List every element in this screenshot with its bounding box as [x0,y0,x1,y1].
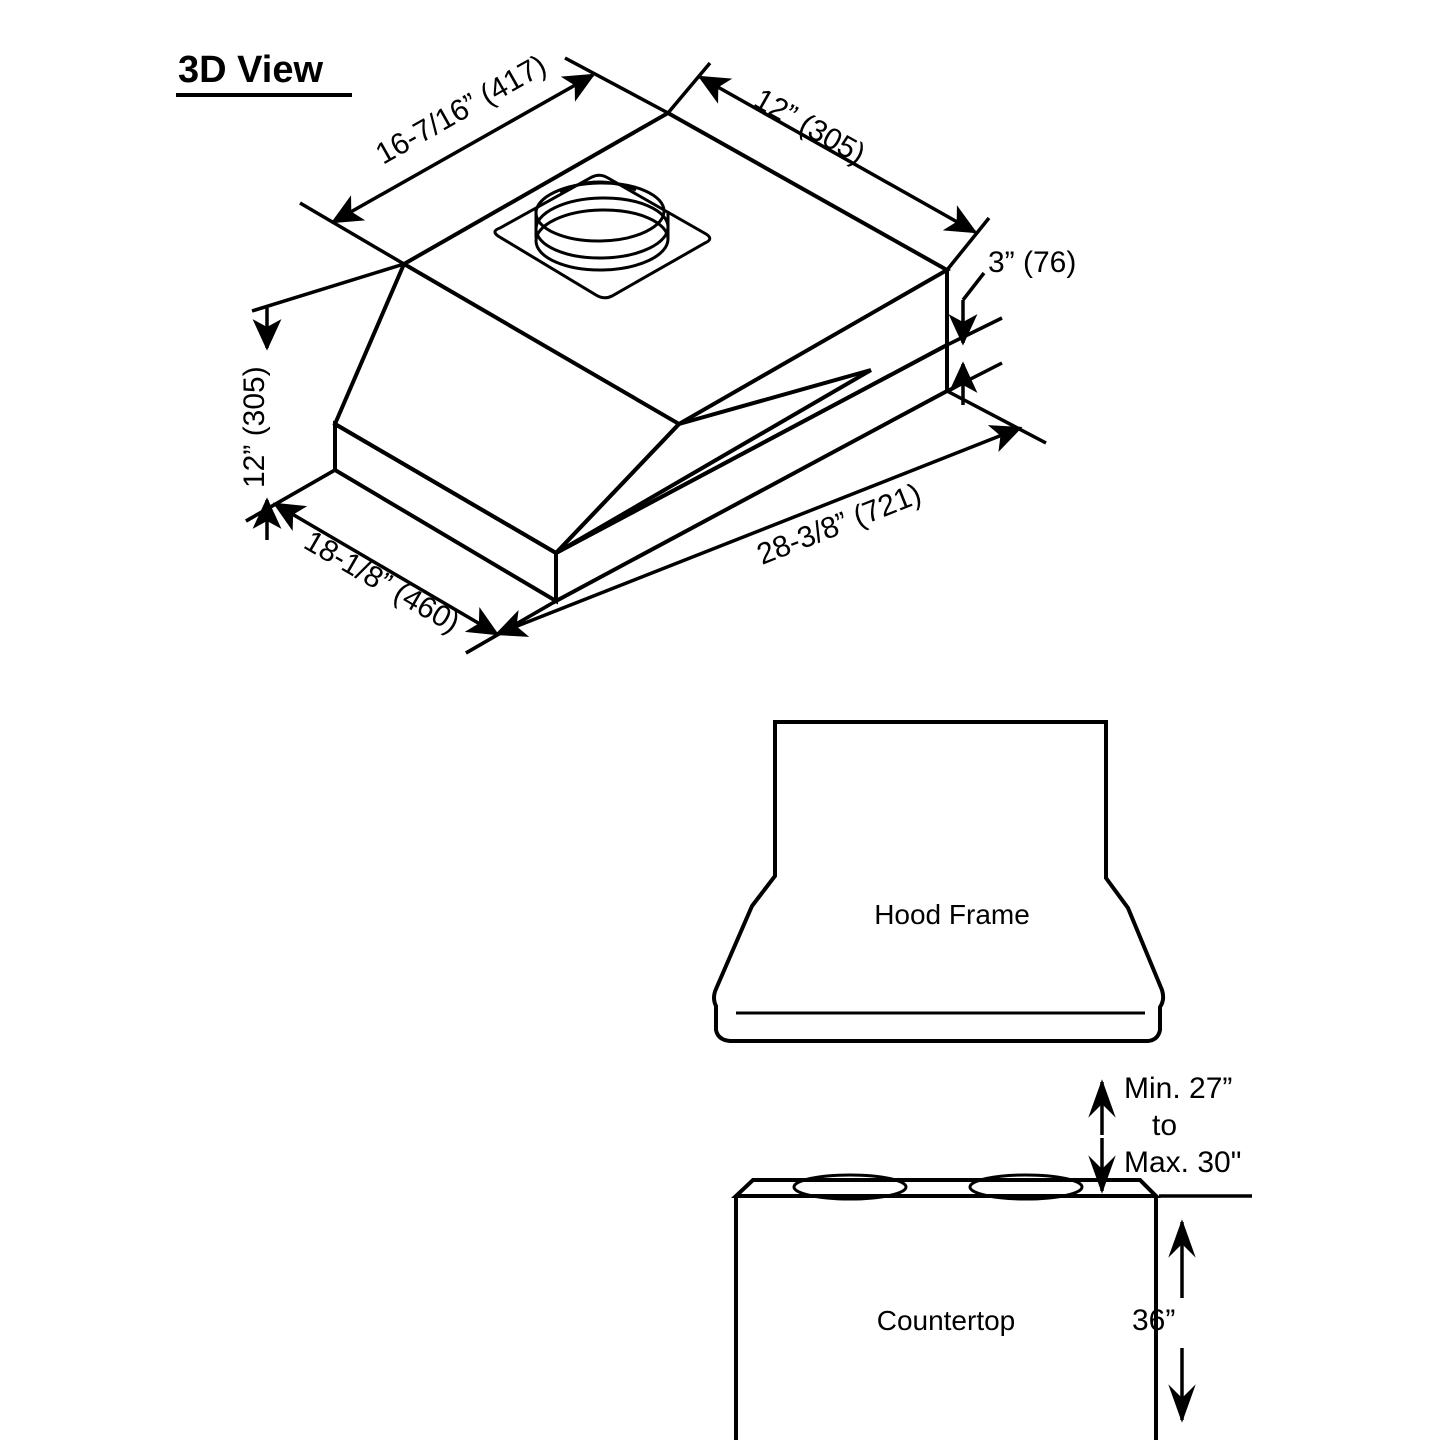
burner-right-icon [968,1173,1084,1201]
counter-height-dimension: 36” [1132,1194,1252,1423]
ext-line-width-top-b [945,216,991,272]
hood-frame-outline [712,720,1166,1043]
ext-line-height-a [251,262,405,313]
vent-collar-mid-rim [534,196,670,260]
dimension-depth-top: 16-7/16” (417) [299,49,669,266]
clearance-text-max: Max. 30" [1124,1146,1241,1179]
dimension-depth-base: 18-1/8” (460) [245,468,557,655]
dim-label-width-top: 12” (305) [749,82,871,171]
ext-line-width-base-b [946,389,1047,445]
page-title: 3D View [178,49,323,91]
dim-label-height: 12” (305) [238,366,271,488]
ext-line-depth-base-a [245,468,336,523]
page-title-group: 3D View [176,49,352,97]
countertop: Countertop [730,1173,1161,1440]
ext-line-depth-top-a [299,201,405,266]
hood-frame-label: Hood Frame [874,899,1030,930]
dim-line-depth-top [330,73,596,224]
dimension-band-height: 3” (76) [946,246,1076,405]
ext-line-depth-top-b [564,56,669,115]
ext-line-width-top-a [666,61,712,115]
clearance-text-to: to [1152,1109,1177,1142]
dim-label-counter-height: 36” [1132,1304,1175,1337]
clearance-dimension: Min. 27” to Max. 30" [1088,1072,1241,1194]
hood-elevation: Hood Frame [712,720,1166,1043]
ext-line-band-a [946,316,1003,347]
dim-label-band-height: 3” (76) [988,246,1076,279]
dim-line-width-top [697,75,978,234]
hood-isometric: 16-7/16” (417) 12” (305) 3” (76) [238,49,1076,655]
dim-line-depth-base [272,502,500,636]
hood-top-face [399,110,952,427]
vent-collar-top-rim [534,181,666,243]
dim-label-depth-top: 16-7/16” (417) [370,49,552,171]
vent-collar-lower-rim [534,208,670,272]
leader-band [961,271,986,302]
countertop-body [734,1194,1158,1440]
dim-line-width-base [494,425,1023,637]
ext-line-band-b [946,361,1003,393]
hood-slope-crease [678,368,872,426]
countertop-label: Countertop [877,1305,1016,1336]
dimension-height: 12” (305) [238,262,405,540]
dimension-width-base: 28-3/8” (721) [465,389,1047,655]
burner-left-icon [792,1173,908,1201]
dim-label-depth-base: 18-1/8” (460) [299,524,466,639]
vent-plate [493,173,712,300]
clearance-text-min: Min. 27” [1124,1072,1232,1105]
dimension-width-top: 12” (305) [666,61,991,272]
